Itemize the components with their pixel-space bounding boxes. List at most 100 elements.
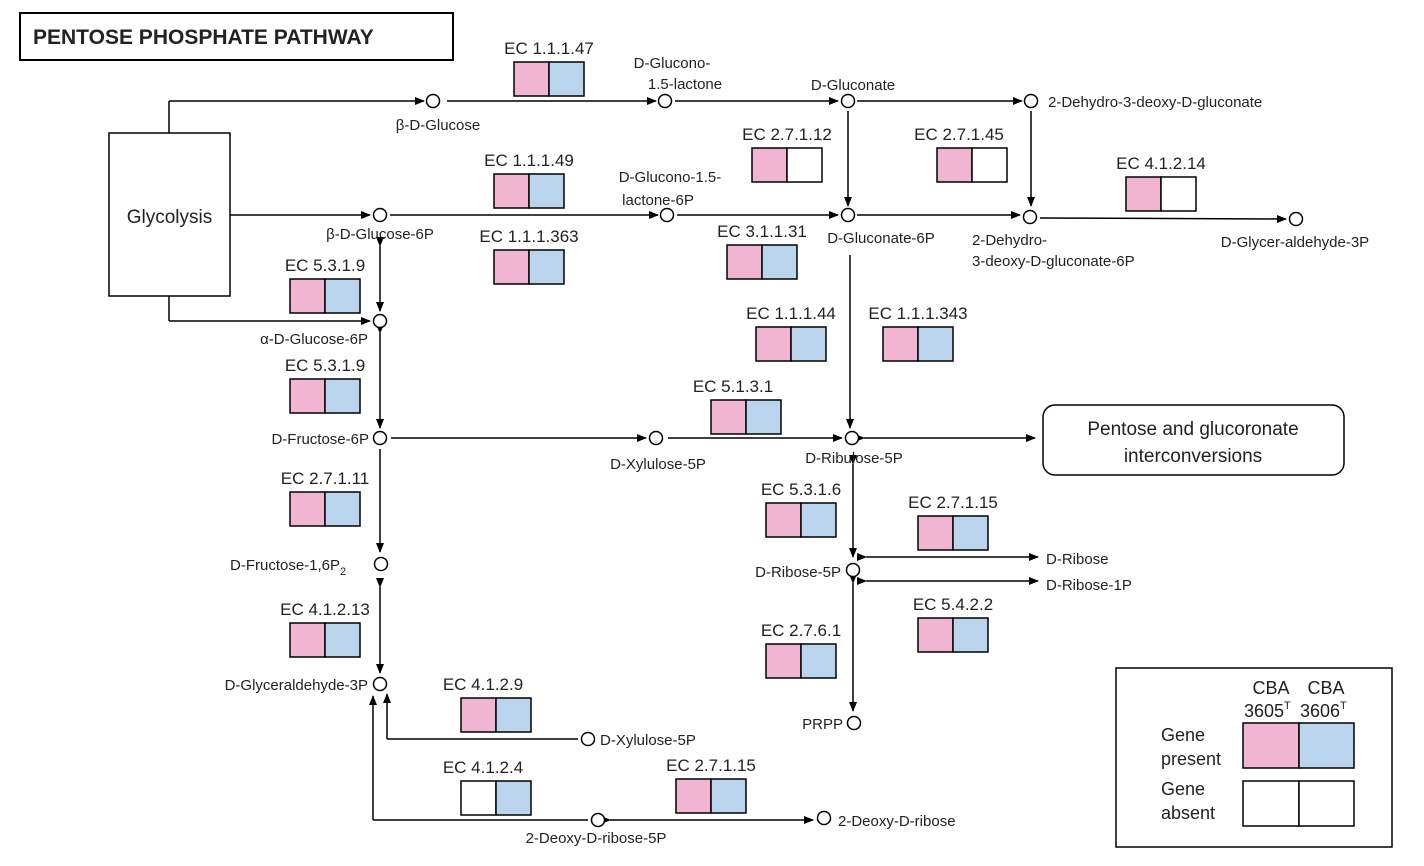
enzyme-10: EC 1.1.1.343 [868, 304, 968, 362]
label-d-ribose: D-Ribose [1046, 551, 1109, 568]
node-deoxy-ribose [816, 810, 832, 826]
node-dehydro-deoxy-gluconate [1023, 93, 1039, 109]
enzyme-1: EC 1.1.1.47 [504, 39, 594, 97]
enzyme-18: EC 2.7.6.1 [761, 621, 841, 679]
enzyme-5: EC 4.1.2.14 [1116, 154, 1206, 212]
node-d-ribulose-5p [844, 430, 860, 446]
enzyme-cell-strain2 [528, 249, 565, 285]
label-d-xylulose-5p-mid: D-Xylulose-5P [610, 456, 706, 473]
legend-absent-strain2-swatch [1298, 780, 1355, 827]
enzyme-cell-strain1 [493, 249, 530, 285]
enzyme-cell-strain2 [952, 515, 989, 551]
enzyme-label: EC 5.3.1.9 [285, 256, 365, 275]
label-deoxy-ribose: 2-Deoxy-D-ribose [838, 813, 956, 830]
enzyme-label: EC 1.1.1.49 [484, 151, 574, 170]
label-dehydro-6p-1: 2-Dehydro- [972, 232, 1047, 249]
enzyme-2: EC 2.7.1.12 [742, 125, 832, 183]
enzyme-cell-strain2 [710, 778, 747, 814]
label-deoxy-ribose-5p: 2-Deoxy-D-ribose-5P [526, 830, 667, 847]
enzyme-cell-strain1 [710, 399, 747, 435]
enzyme-label: EC 5.3.1.6 [761, 480, 841, 499]
enzyme-cell-strain2 [495, 697, 532, 733]
enzyme-7: EC 3.1.1.31 [717, 222, 807, 280]
label-d-gluconate-6p: D-Gluconate-6P [827, 230, 935, 247]
glycolysis-label: Glycolysis [127, 207, 213, 228]
node-d-fructose-6p [372, 430, 388, 446]
enzyme-cell-strain1 [289, 622, 326, 658]
label-d-glyceraldehyde-3p-right: D-Glycer-aldehyde-3P [1221, 234, 1369, 251]
enzyme-15: EC 2.7.1.15 [908, 493, 998, 551]
node-d-gluconate-6p [840, 207, 856, 223]
metabolite-nodes [372, 93, 1304, 828]
enzyme-cell-strain1 [882, 326, 919, 362]
label-d-glucono-lactone-6p-1: D-Glucono-1.5- [619, 169, 722, 186]
legend-strain2-line2: 3606T [1300, 700, 1347, 721]
enzyme-label: EC 2.7.6.1 [761, 621, 841, 640]
label-b-d-glucose: β-D-Glucose [396, 117, 480, 134]
enzyme-17: EC 4.1.2.13 [280, 600, 370, 658]
enzyme-6: EC 1.1.1.363 [479, 227, 579, 285]
node-a-d-glucose-6p [372, 313, 388, 329]
legend-absent-line2: absent [1161, 803, 1215, 823]
pathway-lines [168, 97, 1287, 824]
enzyme-cell-strain2 [745, 399, 782, 435]
enzyme-cell-strain1 [460, 697, 497, 733]
enzyme-13: EC 2.7.1.11 [281, 469, 369, 527]
enzyme-cell-strain2 [761, 244, 798, 280]
page-title: PENTOSE PHOSPHATE PATHWAY [33, 26, 374, 49]
node-d-xylulose-5p-bottom [580, 731, 596, 747]
label-dehydro-deoxy-gluconate: 2-Dehydro-3-deoxy-D-gluconate [1048, 94, 1262, 111]
enzyme-11: EC 5.3.1.9 [285, 356, 365, 414]
node-deoxy-ribose-5p [590, 812, 606, 828]
legend-strain2-line1: CBA [1307, 678, 1344, 698]
legend-present-line1: Gene [1161, 725, 1205, 745]
label-prpp: PRPP [802, 716, 843, 733]
legend-present-strain2-swatch [1298, 722, 1355, 769]
legend-present-strain1-swatch [1242, 722, 1300, 769]
label-d-glyceraldehyde-3p-left: D-Glyceraldehyde-3P [225, 677, 368, 694]
label-d-ribose-5p: D-Ribose-5P [755, 564, 841, 581]
legend-absent-line1: Gene [1161, 779, 1205, 799]
enzyme-16: EC 5.4.2.2 [913, 595, 993, 653]
enzyme-9: EC 1.1.1.44 [746, 304, 836, 362]
enzyme-cell-strain1 [460, 780, 497, 816]
enzyme-cell-strain2 [952, 617, 989, 653]
enzyme-label: EC 1.1.1.44 [746, 304, 836, 323]
node-d-glucono-lactone-6p [659, 207, 675, 223]
enzyme-cell-strain2 [324, 278, 361, 314]
node-d-fructose-16p2 [373, 556, 389, 572]
enzyme-cell-strain1 [289, 378, 326, 414]
enzyme-cell-strain2 [800, 643, 837, 679]
enzyme-label: EC 1.1.1.47 [504, 39, 594, 58]
enzyme-cell-strain1 [675, 778, 712, 814]
glycolysis-box [108, 132, 231, 297]
pentose-interconversions-line1: Pentose and glucoronate [1087, 419, 1298, 440]
enzyme-label: EC 5.1.3.1 [693, 377, 773, 396]
label-d-glucono-lactone-6p-2: lactone-6P [622, 192, 694, 209]
label-dehydro-6p-2: 3-deoxy-D-gluconate-6P [972, 253, 1135, 270]
enzyme-21: EC 2.7.1.15 [666, 756, 756, 814]
enzyme-cell-strain1 [493, 173, 530, 209]
pentose-interconversions-line2: interconversions [1124, 446, 1262, 467]
node-b-d-glucose [425, 93, 441, 109]
enzyme-label: EC 4.1.2.9 [443, 675, 523, 694]
enzyme-label: EC 2.7.1.12 [742, 125, 832, 144]
title-box [19, 12, 454, 61]
node-prpp [846, 715, 862, 731]
enzyme-cell-strain1 [1125, 176, 1162, 212]
enzyme-label: EC 4.1.2.14 [1116, 154, 1206, 173]
enzyme-label: EC 5.4.2.2 [913, 595, 993, 614]
label-b-d-glucose-6p: β-D-Glucose-6P [326, 226, 434, 243]
label-d-fructose-16p2: D-Fructose-1,6P2 [230, 557, 346, 578]
enzyme-cell-strain1 [513, 61, 550, 97]
label-d-glucono-lactone-2: 1.5-lactone [648, 76, 722, 93]
enzyme-4: EC 1.1.1.49 [484, 151, 574, 209]
legend-strain1-line1: CBA [1252, 678, 1289, 698]
enzyme-cell-strain2 [324, 378, 361, 414]
enzyme-cell-strain1 [917, 515, 954, 551]
enzyme-cell-strain1 [765, 643, 802, 679]
node-b-d-glucose-6p [372, 207, 388, 223]
enzyme-cell-strain2 [786, 147, 823, 183]
enzyme-label: EC 2.7.1.15 [666, 756, 756, 775]
